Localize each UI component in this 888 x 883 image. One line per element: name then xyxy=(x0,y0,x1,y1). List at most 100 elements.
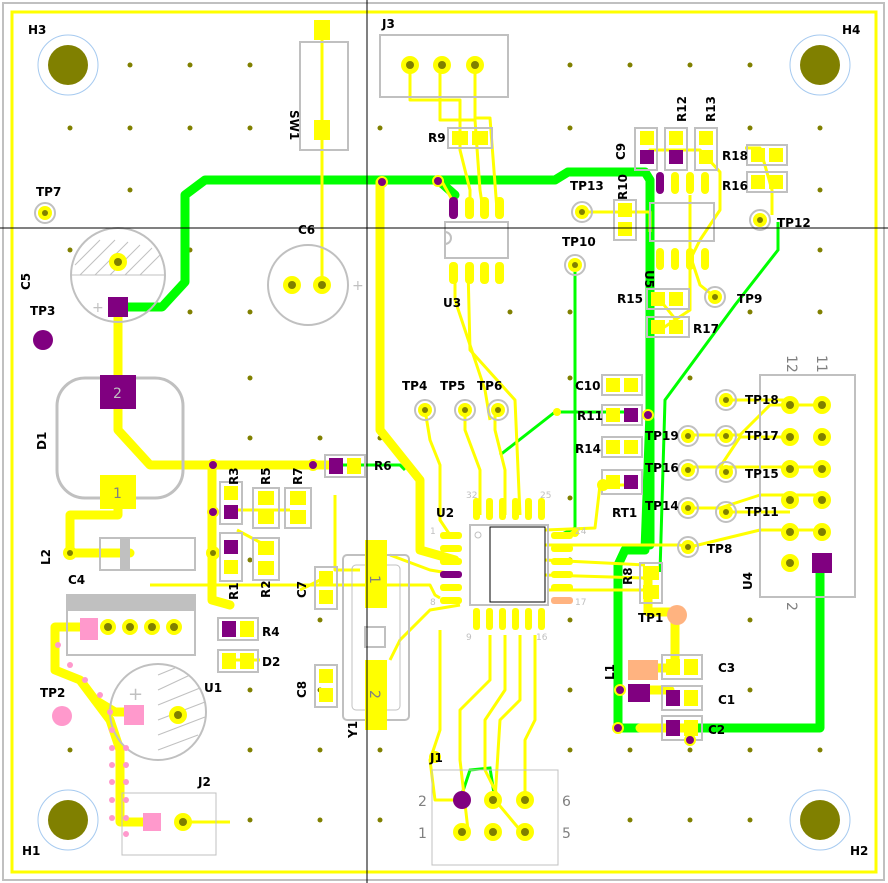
r8-footprint xyxy=(639,562,663,604)
label-u5: U5 xyxy=(642,270,656,288)
u2-pin-25-label: 25 xyxy=(540,491,551,501)
u2-pin-17-label: 17 xyxy=(575,598,586,608)
board-border xyxy=(10,10,878,874)
label-r3: R3 xyxy=(227,467,241,485)
r9-footprint xyxy=(447,127,493,149)
label-r2: R2 xyxy=(259,580,273,598)
label-tp13: TP13 xyxy=(570,179,604,193)
label-tp7: TP7 xyxy=(36,185,61,199)
label-tp11: TP11 xyxy=(745,505,779,519)
component-labels: H3 H4 H1 H2 SW1 J3 R9 C9 R12 R13 R18 R16… xyxy=(19,17,868,858)
j1-pin-5-label: 5 xyxy=(562,826,571,842)
u2-pin-32-label: 32 xyxy=(466,491,477,501)
label-r10: R10 xyxy=(616,174,630,200)
y1-pin-2-label: 2 xyxy=(366,690,382,699)
l1-c1-c2-c3-footprints xyxy=(628,654,703,741)
u2-pin-9-label: 9 xyxy=(466,633,472,643)
j3-header xyxy=(379,34,509,98)
label-tp3: TP3 xyxy=(30,304,55,318)
j1-connector xyxy=(431,769,559,866)
mounting-hole-h2 xyxy=(789,789,851,851)
c6-plus-label: + xyxy=(352,278,364,294)
l2-inductor xyxy=(63,537,220,571)
j1-pin-6-label: 6 xyxy=(562,794,571,810)
label-r7: R7 xyxy=(291,467,305,485)
vias xyxy=(207,175,696,763)
label-r8: R8 xyxy=(621,567,635,585)
u4-header xyxy=(759,374,856,598)
label-c3: C3 xyxy=(718,661,735,675)
y1-pin-1-label: 1 xyxy=(366,575,382,584)
label-tp9: TP9 xyxy=(737,292,762,306)
c6-capacitor xyxy=(267,244,349,326)
r15-r17-footprints xyxy=(646,288,690,338)
label-tp15: TP15 xyxy=(745,467,779,481)
r6-footprint xyxy=(324,454,366,478)
c10-r11-r14-footprints xyxy=(601,374,643,458)
c7-c8-footprints xyxy=(314,566,338,708)
r18-r16-footprints xyxy=(746,144,788,193)
label-u4: U4 xyxy=(741,572,755,590)
label-c9: C9 xyxy=(614,143,628,160)
label-tp14: TP14 xyxy=(645,499,679,513)
d1-pin-2-label: 2 xyxy=(113,386,122,402)
label-tp5: TP5 xyxy=(440,379,465,393)
mounting-hole-h1 xyxy=(37,789,99,851)
label-u3: U3 xyxy=(443,296,461,310)
u5-ic xyxy=(649,172,715,270)
label-d1: D1 xyxy=(35,432,49,450)
thermal-vias xyxy=(55,642,129,837)
d1-diode xyxy=(55,375,185,509)
c4-regulator xyxy=(66,594,196,656)
label-r12: R12 xyxy=(675,96,689,122)
label-tp8: TP8 xyxy=(707,542,732,556)
c5-capacitor xyxy=(70,227,166,323)
label-tp1: TP1 xyxy=(638,611,663,625)
label-h3: H3 xyxy=(28,23,46,37)
u2-pin-24-label: 24 xyxy=(575,527,587,537)
label-j2: J2 xyxy=(197,775,211,789)
label-c10: C10 xyxy=(575,379,601,393)
pin-11-label: 11 xyxy=(813,355,829,373)
label-tp4: TP4 xyxy=(402,379,427,393)
top-layer-signal-traces xyxy=(150,30,820,831)
label-tp17: TP17 xyxy=(745,429,779,443)
label-l1: L1 xyxy=(603,664,617,680)
u2-ic xyxy=(440,498,573,630)
label-r5: R5 xyxy=(259,467,273,485)
label-tp16: TP16 xyxy=(645,461,679,475)
r4-d2-footprints xyxy=(217,617,259,673)
pin-12-label: 12 xyxy=(783,355,799,373)
mounting-hole-h4 xyxy=(789,34,851,96)
label-c8: C8 xyxy=(295,681,309,698)
label-c4: C4 xyxy=(68,573,85,587)
label-r14: R14 xyxy=(575,442,601,456)
u2-pin-8-label: 8 xyxy=(430,598,436,608)
c5-plus-label: + xyxy=(92,300,104,316)
bottom-layer-traces xyxy=(113,167,825,733)
label-y1: Y1 xyxy=(346,721,360,739)
label-tp6: TP6 xyxy=(477,379,502,393)
label-r17: R17 xyxy=(693,322,719,336)
label-rt1: RT1 xyxy=(612,506,637,520)
u3-ic xyxy=(444,197,509,284)
label-tp18: TP18 xyxy=(745,393,779,407)
label-r15: R15 xyxy=(617,292,643,306)
c9-r12-r13-footprints xyxy=(634,127,718,171)
j1-pin-2-label: 2 xyxy=(418,794,427,810)
y1-crystal xyxy=(342,540,410,730)
label-h4: H4 xyxy=(842,23,860,37)
label-tp12: TP12 xyxy=(777,216,811,230)
mounting-hole-h3 xyxy=(37,34,99,96)
label-d2: D2 xyxy=(262,655,280,669)
j1-pin-1-label: 1 xyxy=(418,826,427,842)
u2-pin-1-label: 1 xyxy=(430,527,436,537)
label-r6: R6 xyxy=(374,459,392,473)
test-points xyxy=(33,201,771,726)
label-r1: R1 xyxy=(227,582,241,600)
label-c5: C5 xyxy=(19,273,33,290)
label-c7: C7 xyxy=(295,581,309,598)
